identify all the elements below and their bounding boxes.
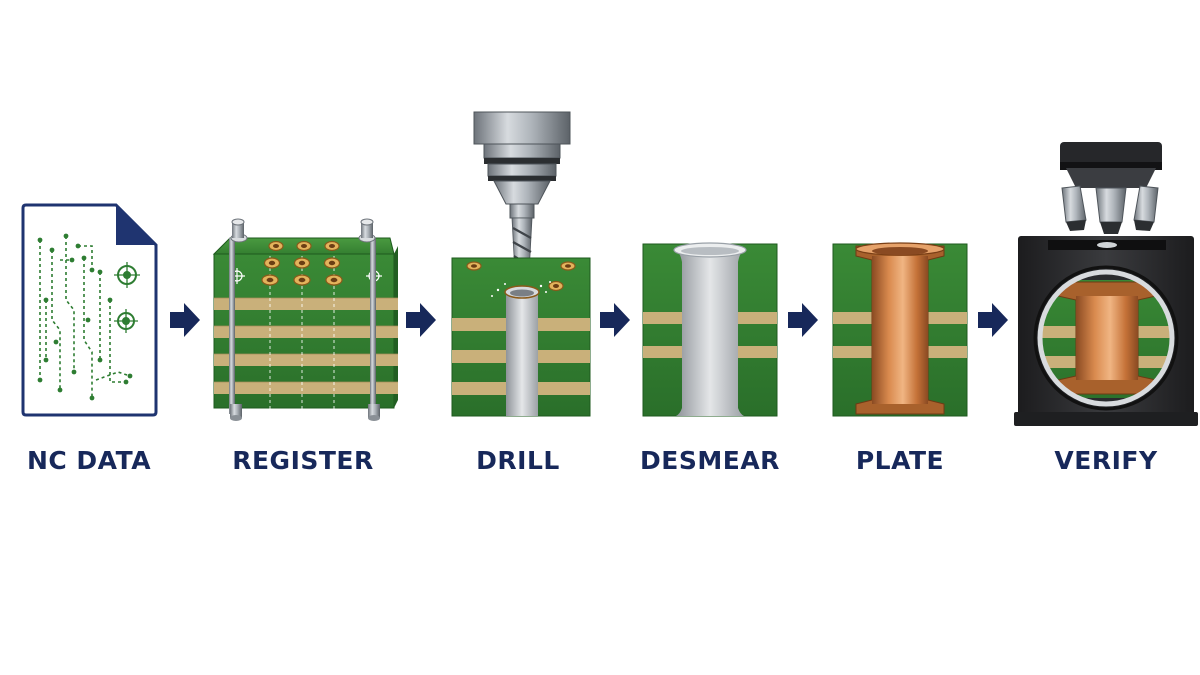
nc-data-file-icon bbox=[21, 203, 158, 417]
step-label-drill: DRILL bbox=[476, 446, 560, 475]
step-label-nc-data: NC DATA bbox=[26, 446, 152, 475]
step-label-plate: PLATE bbox=[855, 446, 945, 475]
microscope-icon bbox=[1014, 142, 1198, 426]
drill-spindle-icon bbox=[451, 111, 591, 417]
right-arrow-icon bbox=[170, 303, 200, 337]
right-arrow-icon bbox=[978, 303, 1008, 337]
right-arrow-icon bbox=[406, 303, 436, 337]
registered-panel-stack-icon bbox=[212, 218, 398, 421]
desmeared-hole-icon bbox=[642, 242, 778, 417]
step-label-verify: VERIFY bbox=[1054, 446, 1158, 475]
right-arrow-icon bbox=[788, 303, 818, 337]
step-label-register: REGISTER bbox=[232, 446, 374, 475]
right-arrow-icon bbox=[600, 303, 630, 337]
step-label-desmear: DESMEAR bbox=[640, 446, 780, 475]
plated-hole-icon bbox=[832, 242, 968, 417]
